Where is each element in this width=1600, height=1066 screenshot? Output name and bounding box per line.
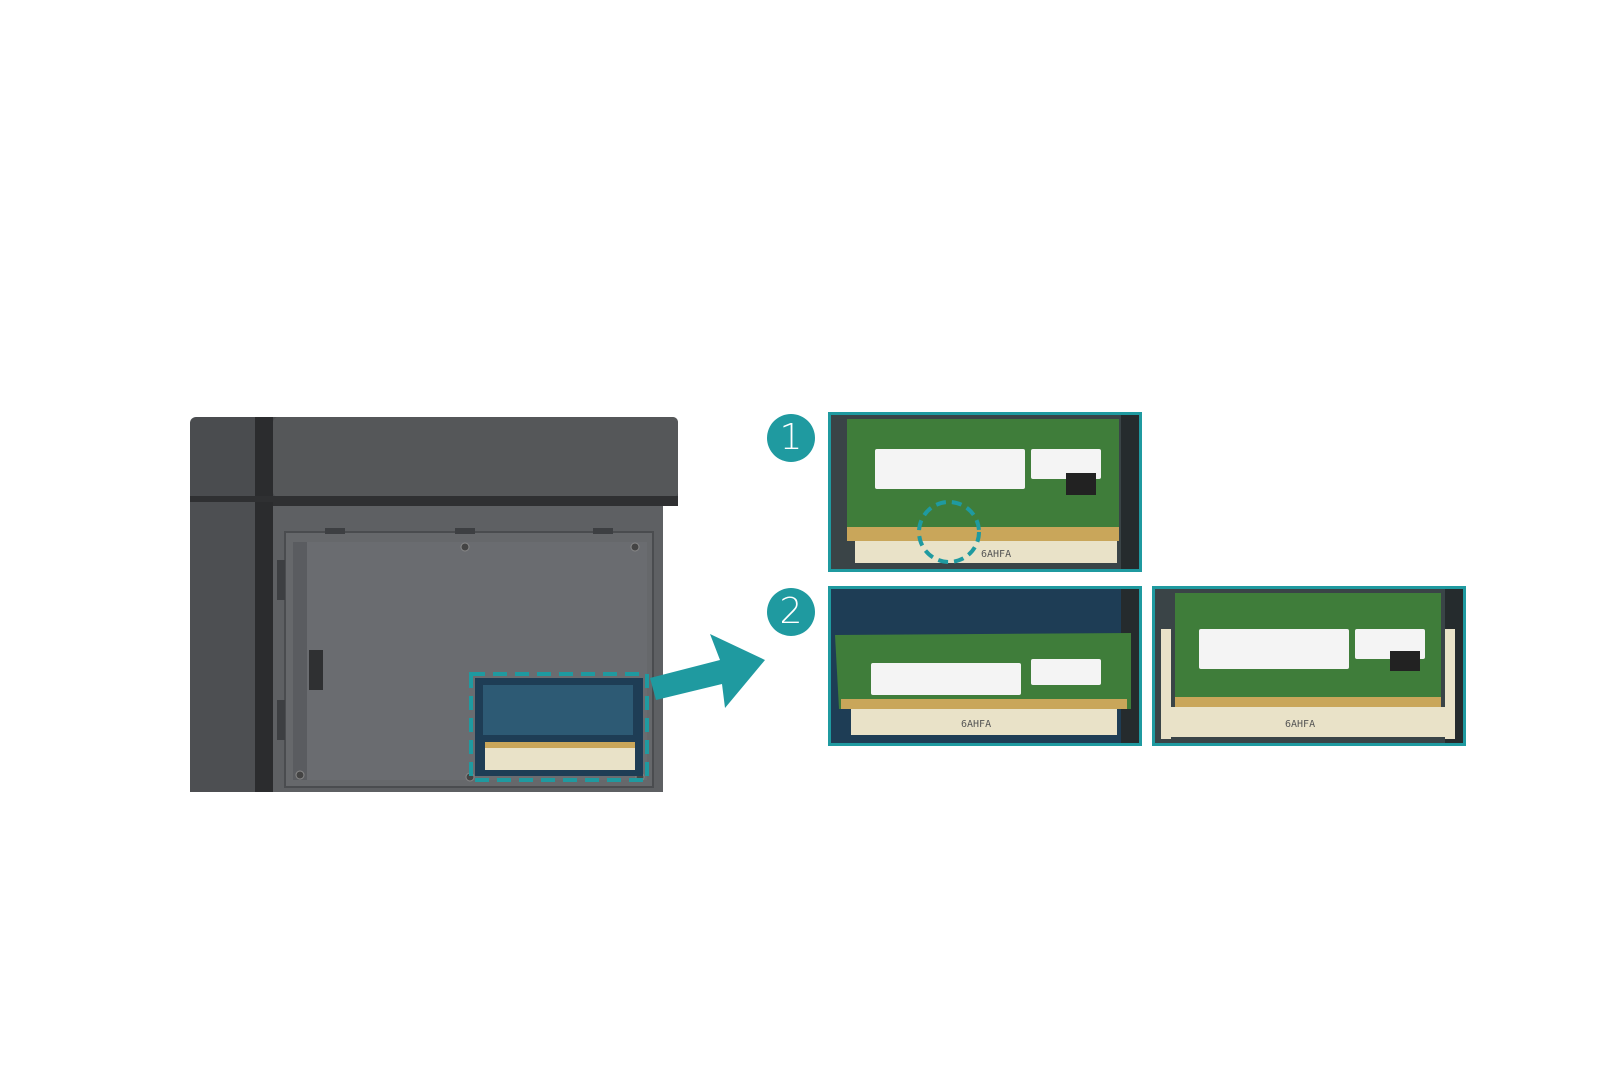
step-2b-module-label: 6AHFA	[1285, 719, 1315, 730]
step-2-badge: 2	[767, 588, 815, 636]
arrow-right-icon	[650, 634, 765, 708]
step-1-badge: 1	[767, 414, 815, 462]
step-1-module-label: 6AHFA	[981, 549, 1011, 560]
step-1-panel: 6AHFA	[828, 412, 1142, 572]
step-2a-module-label: 6AHFA	[961, 719, 991, 730]
nas-device-illustration	[190, 417, 678, 792]
step-2-panel-tilted: 6AHFA	[828, 586, 1142, 746]
step-2-panel-locked: 6AHFA	[1152, 586, 1466, 746]
